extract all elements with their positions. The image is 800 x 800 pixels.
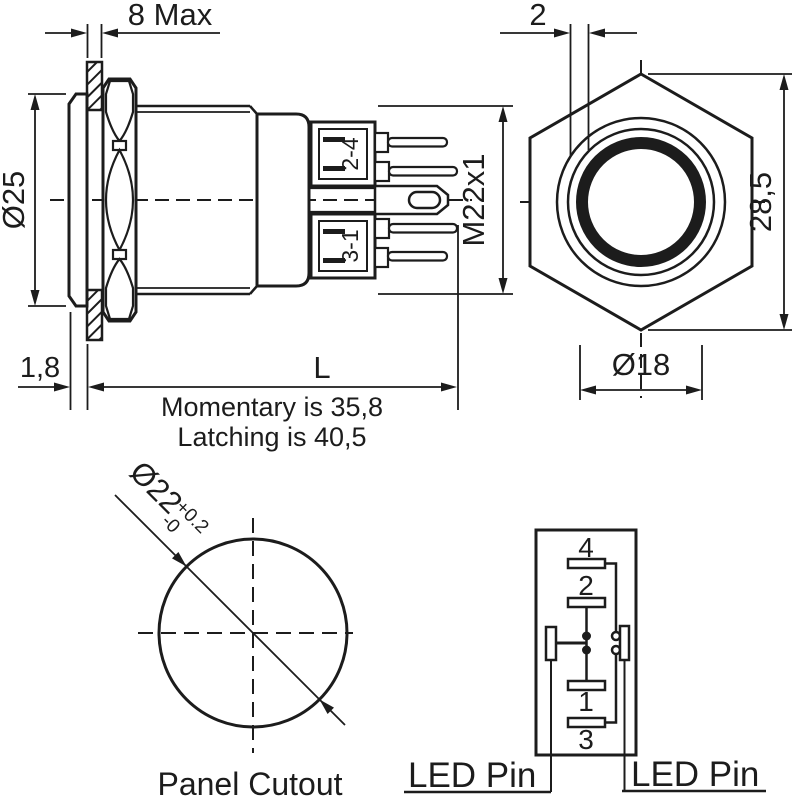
led-schematic: 4 2 1 3 LED Pin LED Pin [404,528,766,795]
panel-cutout-caption: Panel Cutout [157,766,342,800]
dim-d18-label: Ø18 [612,347,671,382]
hex-nut-side [101,77,138,323]
dim-across-corners: 28,5 [648,73,792,331]
terminal-top-label: 2-4 [337,137,363,170]
led-electrode-left [544,625,558,662]
threaded-body [136,104,258,296]
bezel-flange [67,92,89,308]
terminal-pins [373,131,459,269]
pin-bar-4 [566,557,607,570]
dim-bezel-protrusion: 1,8 [18,312,89,410]
pin-stub [373,217,391,240]
pin-stub [373,246,390,269]
dim-length-L: L Momentary is 35,8 Latching is 40,5 [88,225,459,452]
dim-8max: 8 Max [45,0,220,58]
bezel-outer-circle [555,116,727,288]
dim-bezel-diameter: Ø25 [0,93,66,307]
note-momentary: Momentary is 35,8 [161,392,383,422]
pin-stub [373,131,390,154]
dim-2-label: 2 [529,0,546,32]
dim-L-label: L [313,350,330,385]
schematic-box [534,528,638,757]
panel-cutout-view: Ø22+0.2-0 Panel Cutout [114,454,353,800]
schematic-pin4-label: 4 [578,532,594,563]
terminal-pin [387,222,459,234]
terminal-block-top: 2-4 [309,120,377,188]
led-pin-left-label: LED Pin [408,756,536,795]
schematic-pin2-label: 2 [578,570,594,601]
schematic-pin1-label: 1 [578,686,594,717]
contact-dot-lower [582,645,591,655]
led-ring [576,137,706,267]
pin3-connector [605,654,618,724]
switch-housing [255,112,311,288]
front-view: 2 28,5 Ø18 [500,0,792,400]
pin-stub [373,160,391,183]
dim-285-label: 28,5 [743,172,778,232]
dim-ring-width: 2 [500,0,637,156]
led-center-pin [373,184,450,216]
dim-cutout-diameter: Ø22+0.2-0 [114,454,346,726]
pin-bar-2 [566,596,607,609]
dim-8max-label: 8 Max [128,0,213,32]
terminal-pin [387,165,459,177]
note-latching: Latching is 40,5 [177,422,366,452]
dim-d22-label: Ø22+0.2-0 [117,454,215,552]
terminal-pin [386,136,449,148]
bezel-inner-circle [566,127,716,277]
terminal-block-bottom: 3-1 [309,212,377,280]
led-electrode-right [618,624,631,662]
pin4-connector [605,562,618,632]
contact-dot-upper [582,631,591,641]
dim-18-label: 1,8 [20,352,60,384]
led-pin-support [309,186,375,214]
mounting-panel-hatch [85,60,104,342]
dim-thread-m22: M22x1 [378,105,513,295]
terminal-bottom-label: 3-1 [337,229,363,262]
dim-m22-label: M22x1 [456,153,491,246]
side-view: 2-4 3-1 8 Max [0,0,513,452]
dim-d25-label: Ø25 [0,171,31,230]
terminal-pin [386,250,449,262]
led-pin-right-label: LED Pin [631,755,759,794]
dim-button-diameter: Ø18 [579,345,703,400]
schematic-pin3-label: 3 [578,724,594,755]
hex-nut-front [528,72,754,332]
